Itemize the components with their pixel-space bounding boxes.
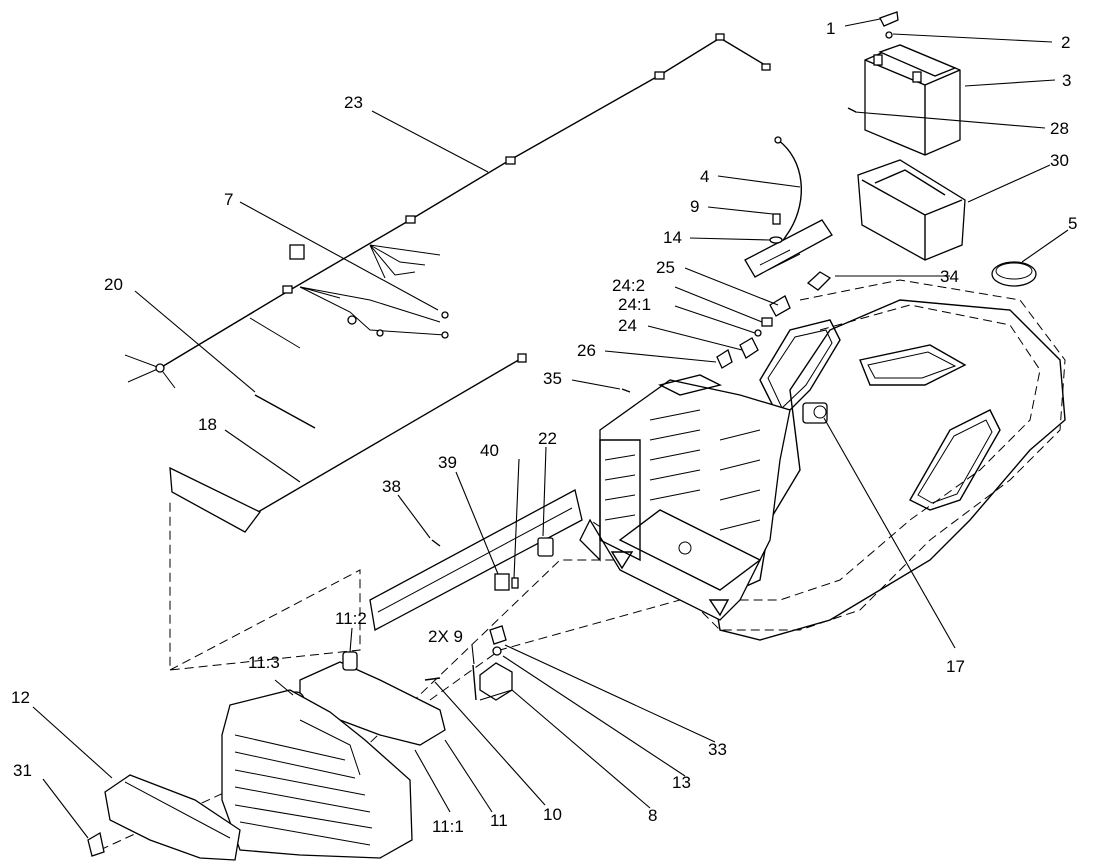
grille <box>221 689 413 859</box>
callout-12: 12 <box>11 688 30 707</box>
callout-18: 18 <box>198 415 217 434</box>
ignition-switch-parts <box>621 271 832 393</box>
starter-solenoid <box>472 625 513 701</box>
callout-34: 34 <box>940 267 959 286</box>
wire-harness <box>124 33 771 533</box>
callout-22: 22 <box>538 429 557 448</box>
callout-39: 39 <box>438 453 457 472</box>
callout-38: 38 <box>382 477 401 496</box>
callout-labels: 1 2 3 28 30 5 4 9 14 34 25 24:2 24:1 24 … <box>11 19 1077 836</box>
part-17-switch <box>802 402 828 424</box>
callout-8: 8 <box>648 806 657 825</box>
callout-40: 40 <box>480 441 499 460</box>
callout-3: 3 <box>1062 71 1071 90</box>
callout-11-2: 11:2 <box>335 609 367 628</box>
callout-24-2: 24:2 <box>612 276 645 295</box>
callout-11-3: 11:3 <box>248 653 280 672</box>
callout-35: 35 <box>543 369 562 388</box>
callout-10: 10 <box>543 805 562 824</box>
callout-20: 20 <box>104 275 123 294</box>
callout-24: 24 <box>618 316 637 335</box>
callout-28: 28 <box>1050 119 1069 138</box>
callout-4: 4 <box>700 167 709 186</box>
callout-2: 2 <box>1061 33 1070 52</box>
callout-9: 9 <box>690 197 699 216</box>
callout-17: 17 <box>946 657 965 676</box>
leader-lines <box>32 18 1069 839</box>
callout-5: 5 <box>1068 214 1077 233</box>
callout-31: 31 <box>13 761 32 780</box>
callout-11: 11 <box>490 811 508 830</box>
callout-24-1: 24:1 <box>618 295 651 314</box>
callout-26: 26 <box>577 341 596 360</box>
callout-14: 14 <box>663 228 682 247</box>
callout-2x9: 2X 9 <box>428 627 463 646</box>
headlight-bracket <box>369 489 583 631</box>
dash-console <box>579 374 791 621</box>
callout-30: 30 <box>1050 151 1069 170</box>
callout-25: 25 <box>656 258 675 277</box>
battery-assembly <box>847 11 1037 287</box>
callout-33: 33 <box>708 740 727 759</box>
callout-1: 1 <box>826 19 835 38</box>
callout-13: 13 <box>672 773 691 792</box>
callout-11-1: 11:1 <box>432 817 464 836</box>
battery-cable-bracket <box>744 136 833 278</box>
callout-7: 7 <box>224 190 233 209</box>
callout-23: 23 <box>344 93 363 112</box>
hood-lens-bar <box>87 774 241 861</box>
